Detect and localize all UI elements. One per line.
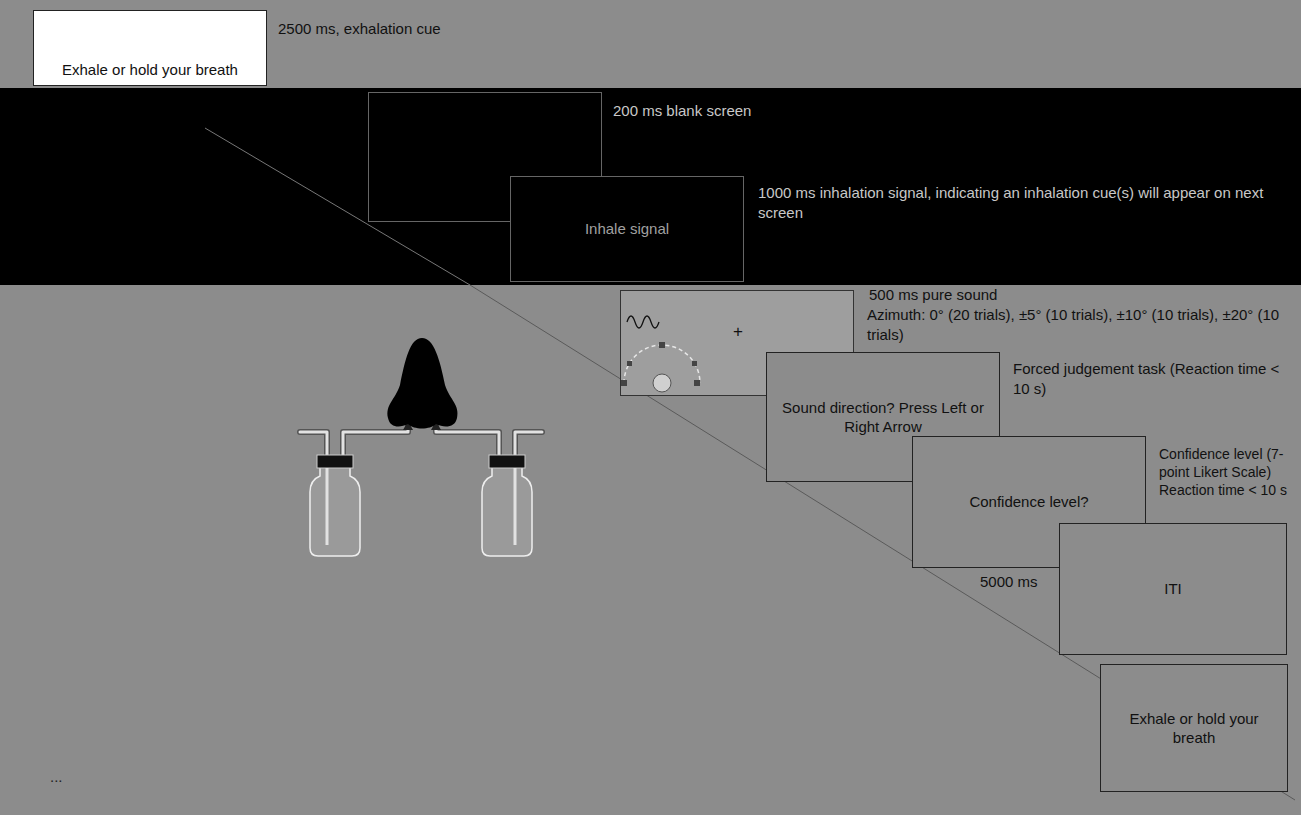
speaker-symbol (692, 361, 697, 366)
screen-box: ITI5000 ms (1059, 523, 1287, 655)
screen-text: Inhale signal (585, 219, 669, 239)
duration-note: 500 ms pure sound (869, 285, 1289, 305)
speaker-symbol (627, 361, 632, 366)
dark-band (0, 88, 1301, 285)
screen-text: Confidence level? (969, 492, 1088, 512)
sound-wave-icon (627, 316, 659, 328)
speaker-symbol (621, 380, 627, 386)
listener-head (653, 374, 671, 392)
trial-note: Azimuth: 0° (20 trials), ±5° (10 trials)… (867, 305, 1287, 344)
task-note: Confidence level (7-point Likert Scale) … (1159, 445, 1291, 500)
speaker-symbol (694, 380, 700, 386)
duration-note: 1000 ms inhalation signal, indicating an… (758, 183, 1288, 222)
duration-note: 200 ms blank screen (613, 101, 933, 121)
duration-note: 5000 ms (980, 572, 1052, 592)
screen-box: Inhale signal1000 ms inhalation signal, … (510, 176, 744, 282)
duration-note: 2500 ms, exhalation cue (278, 19, 598, 39)
screen-text: Sound direction? Press Left or Right Arr… (775, 398, 991, 437)
timeline-line (470, 285, 1295, 800)
screen-text: Exhale or hold your breath (62, 60, 238, 80)
nose-silhouette (387, 338, 457, 429)
screen-box: Exhale or hold your breath (1100, 664, 1288, 792)
ellipsis: ... (50, 768, 63, 785)
speaker-symbol (659, 342, 665, 348)
screen-box: Exhale or hold your breath2500 ms, exhal… (33, 10, 267, 86)
screen-text: Exhale or hold your breath (1109, 709, 1279, 748)
bottle (482, 455, 532, 556)
fixation-cross: + (733, 321, 753, 343)
task-note: Forced judgement task (Reaction time < 1… (1013, 359, 1293, 398)
bottle (310, 455, 360, 556)
screen-text: ITI (1164, 579, 1182, 599)
